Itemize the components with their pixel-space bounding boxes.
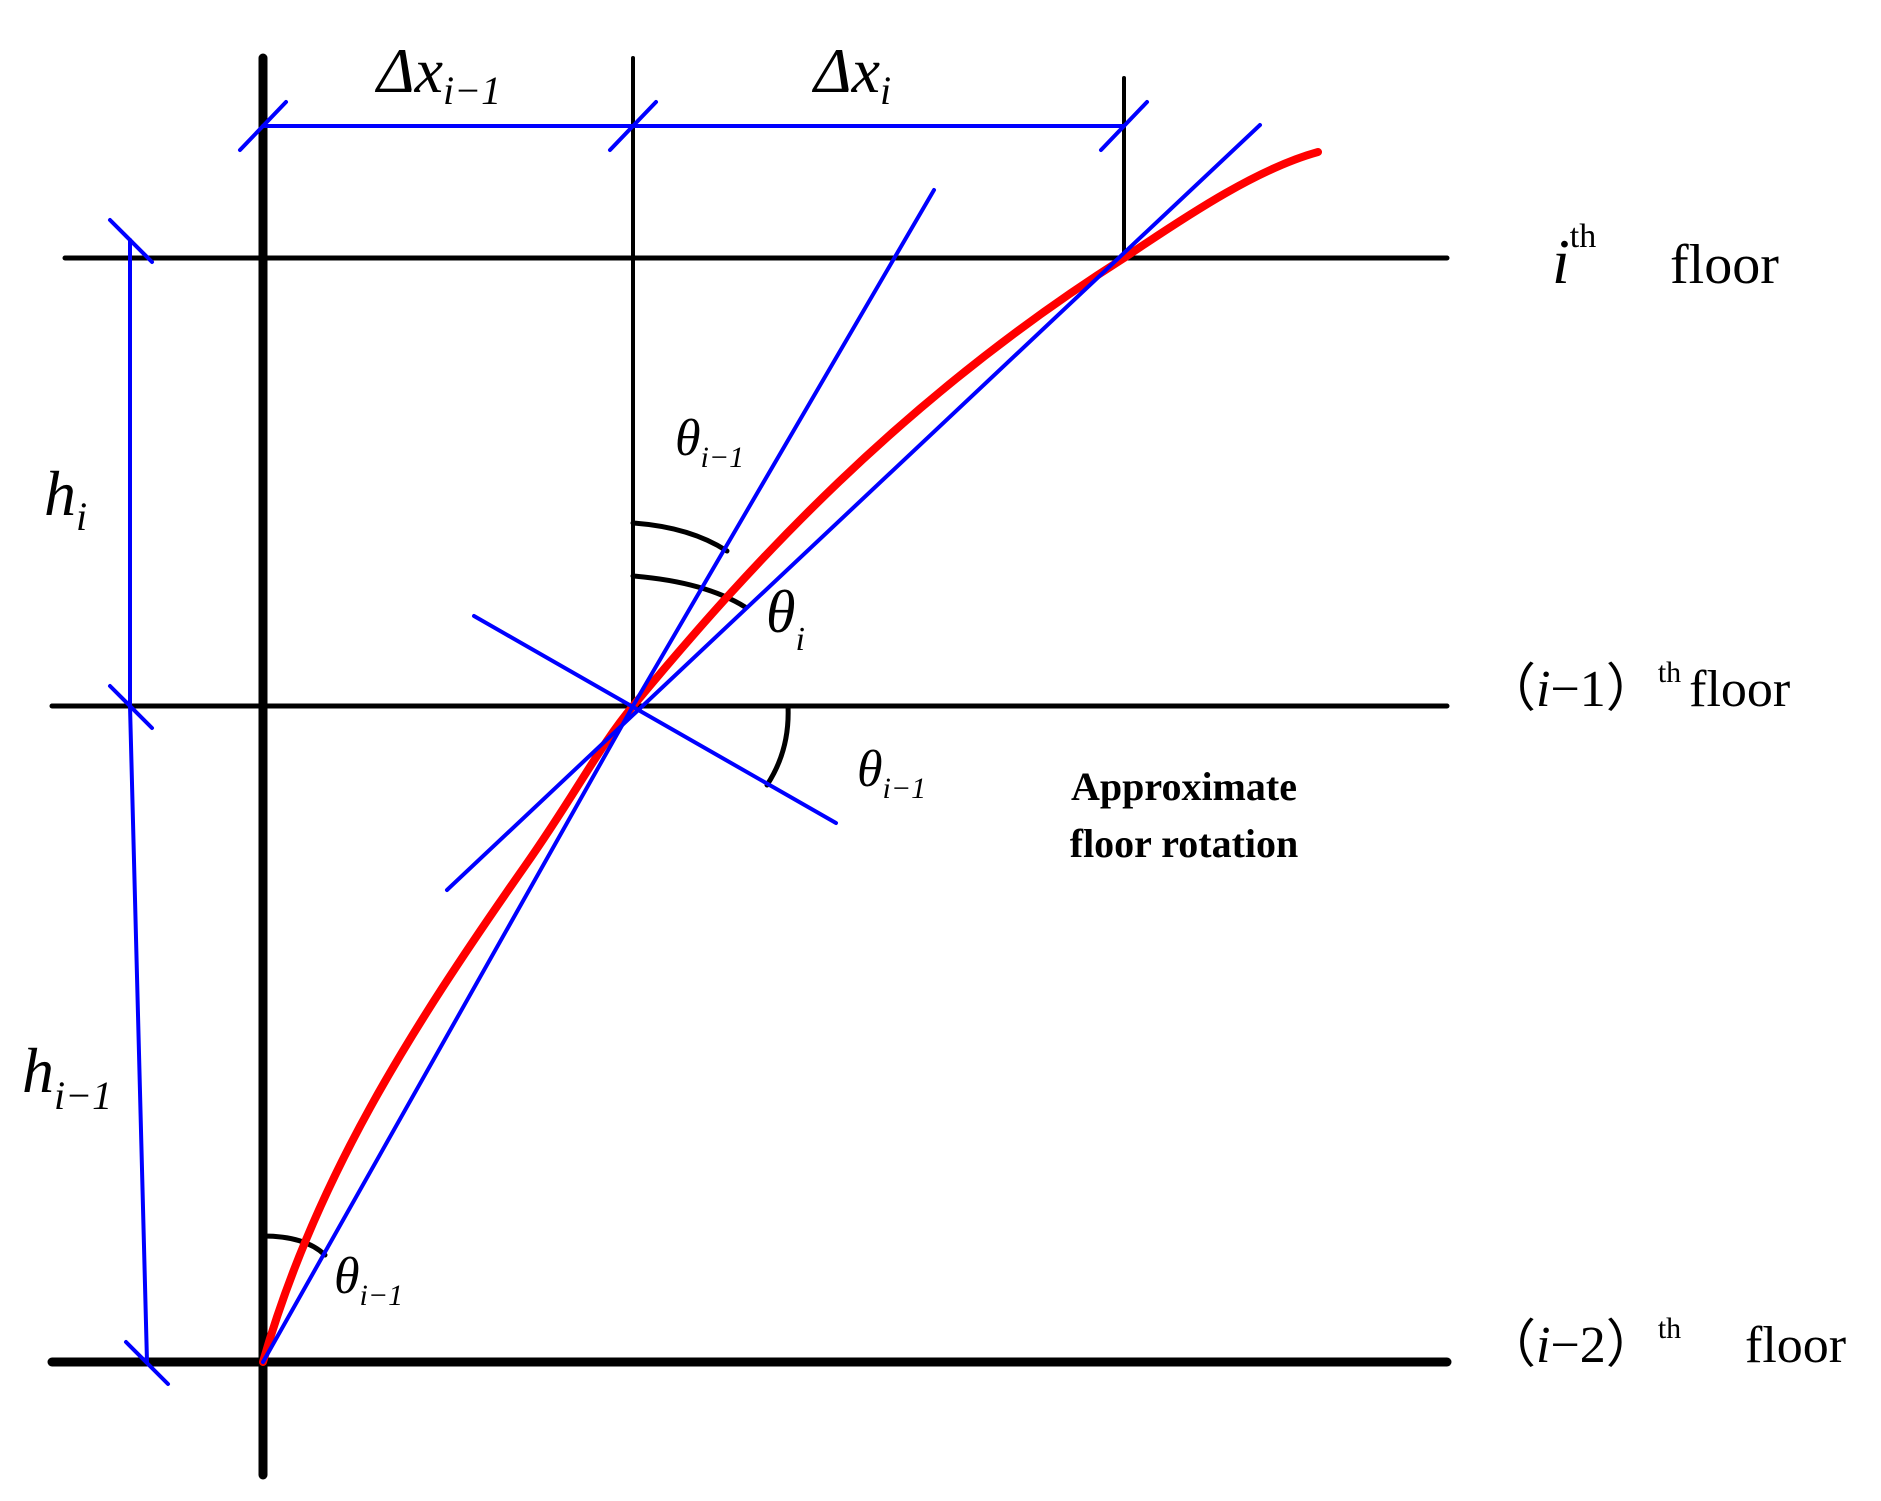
tick-floor-i-minus-1 <box>108 684 154 730</box>
label-theta-floor-rot: θi−1 <box>857 741 926 805</box>
tick-floor-i-minus-2 <box>124 1340 170 1386</box>
dimension-line-h-prev <box>128 704 149 1364</box>
annotation-line-1: Approximate <box>1071 764 1297 809</box>
angle-arc-theta-upper-curr <box>630 573 748 610</box>
label-h-curr: hi <box>44 458 87 539</box>
angle-arc-theta-lower <box>260 1233 328 1258</box>
label-theta-upper-prev: θi−1 <box>675 410 744 474</box>
annotation-line-2: floor rotation <box>1070 821 1299 866</box>
angle-arc-theta-upper-prev <box>630 520 730 554</box>
rotated-floor-line <box>472 614 838 825</box>
angle-arc-theta-floor-rot <box>764 703 791 788</box>
tick-left-column <box>238 100 288 152</box>
chord-line-i <box>445 123 1262 892</box>
label-dx-curr: Δxi <box>811 35 891 113</box>
tick-right-column <box>1099 100 1149 152</box>
chord-line-lower <box>261 704 635 1364</box>
tangent-line-theta-prev <box>631 188 936 708</box>
label-h-prev: hi−1 <box>22 1035 112 1118</box>
tick-middle-column <box>608 100 658 152</box>
deformed-column-curve <box>259 148 1322 1366</box>
label-dx-prev: Δxi−1 <box>374 35 501 113</box>
tick-floor-i <box>108 218 154 264</box>
label-theta-upper-curr: θi <box>766 579 805 658</box>
label-theta-lower: θi−1 <box>334 1248 403 1312</box>
